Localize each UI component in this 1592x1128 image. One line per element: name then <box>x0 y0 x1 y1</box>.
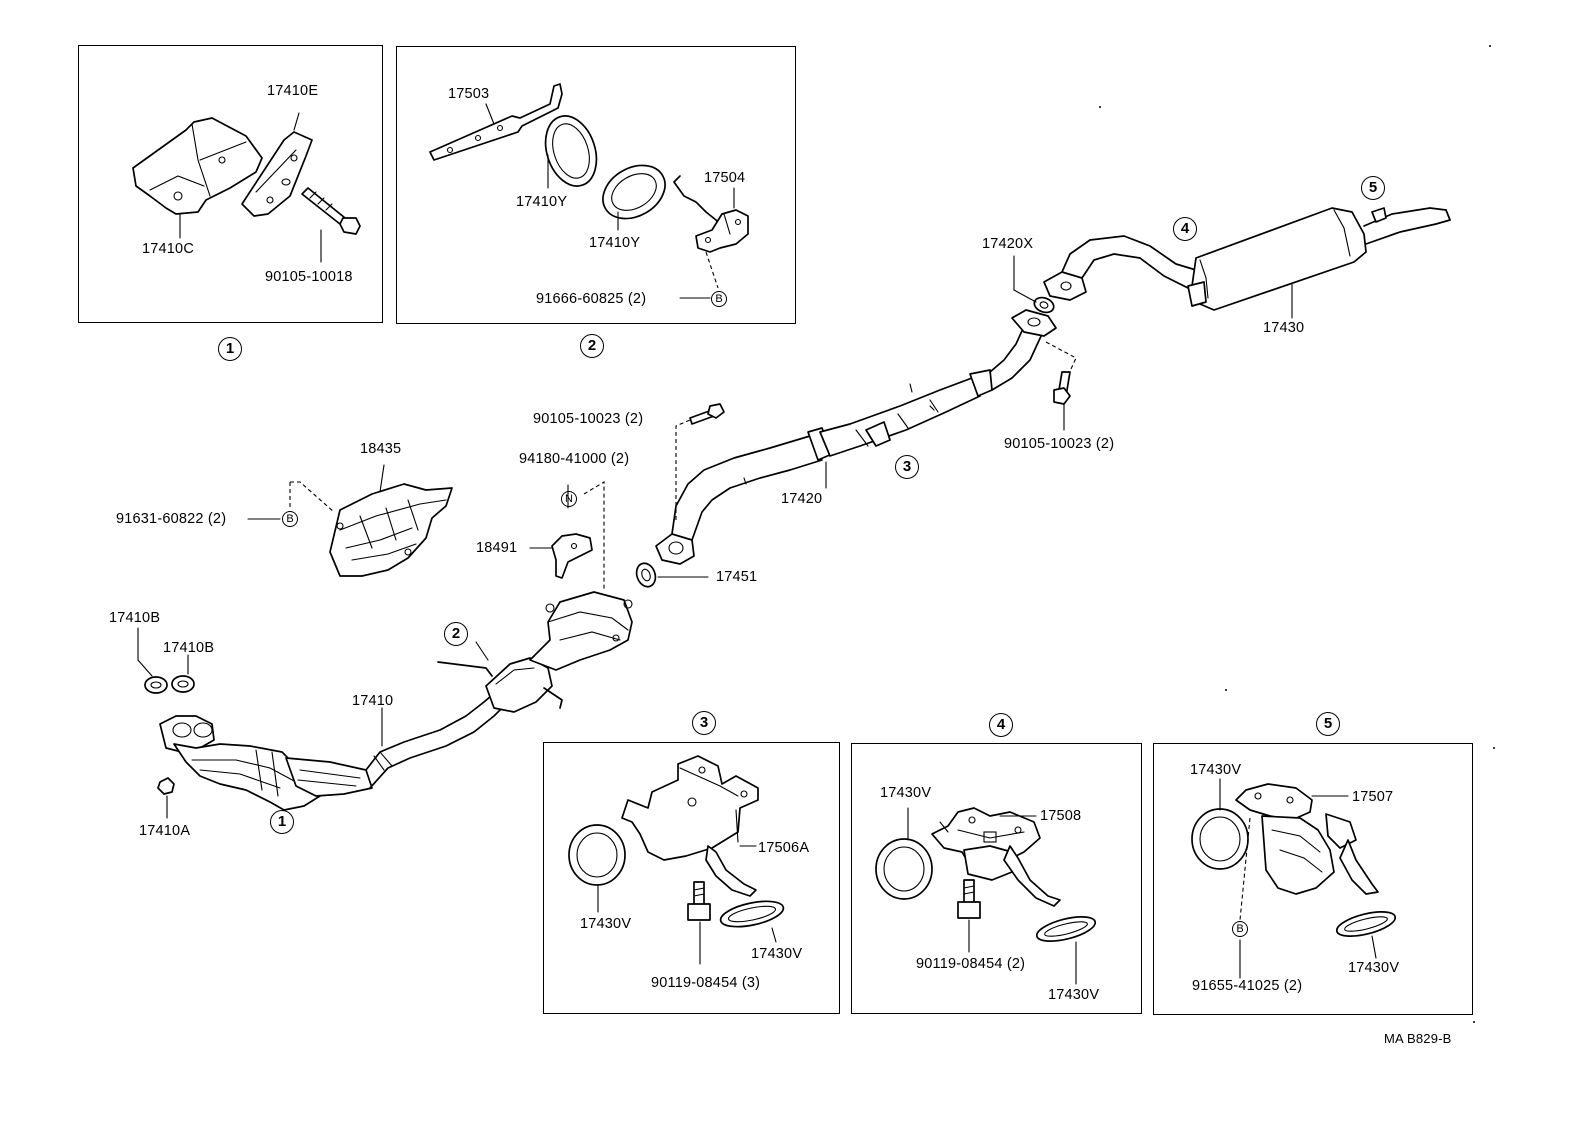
bracket-17506A-drawing <box>621 755 759 897</box>
part-label-17451: 17451 <box>716 569 758 585</box>
bolt-90119-3-drawing <box>687 881 711 921</box>
part-label-17430: 17430 <box>1263 320 1305 336</box>
bolt-90105-10023-a-drawing <box>689 403 725 425</box>
part-label-17503: 17503 <box>448 86 490 102</box>
bubble-b-box2: B <box>711 291 727 307</box>
heat-insulator-17410C-drawing <box>132 117 263 215</box>
callout-main-3: 3 <box>895 455 919 479</box>
callout-box-2: 2 <box>580 334 604 358</box>
bolt-90105-10018-drawing <box>301 187 361 235</box>
part-label-90119-08454-2: 90119-08454 (2) <box>916 956 1026 972</box>
part-label-17430V-5b: 17430V <box>1348 960 1400 976</box>
figure-code: MA B829-B <box>1384 1031 1452 1046</box>
detail-box-3 <box>543 742 840 1014</box>
nut-17410A-drawing <box>157 777 175 795</box>
front-pipe-17410-drawing <box>159 689 507 811</box>
detail-box-4 <box>851 743 1142 1014</box>
detail-box-2 <box>396 46 796 324</box>
heat-insulator-17410E-drawing <box>241 131 313 217</box>
part-label-17508: 17508 <box>1040 808 1082 824</box>
part-label-91666-60825: 91666-60825 (2) <box>536 291 647 307</box>
part-label-17410: 17410 <box>352 693 394 709</box>
callout-box-4: 4 <box>989 713 1013 737</box>
bracket-18491-drawing <box>551 533 593 579</box>
bubble-b-box5: B <box>1232 921 1248 937</box>
ring-17430V-3b-drawing <box>719 900 785 928</box>
gasket-17410B-drawing <box>144 675 195 694</box>
part-label-17410Y-b: 17410Y <box>589 235 641 251</box>
part-label-17430V-3b: 17430V <box>751 946 803 962</box>
part-label-17410B-a: 17410B <box>109 610 161 626</box>
ring-17430V-3a-drawing <box>568 824 626 886</box>
ring-17430V-5b-drawing <box>1335 911 1397 937</box>
part-label-90119-08454-3: 90119-08454 (3) <box>651 975 761 991</box>
bubble-b-main: B <box>282 511 298 527</box>
part-label-17410A: 17410A <box>139 823 191 839</box>
part-label-17410C: 17410C <box>142 241 194 257</box>
muffler-17430-drawing <box>1043 207 1451 311</box>
part-label-17507: 17507 <box>1352 789 1394 805</box>
gasket-17451-drawing <box>635 562 657 588</box>
part-label-17430V-4a: 17430V <box>880 785 932 801</box>
callout-main-4: 4 <box>1173 217 1197 241</box>
callout-main-1: 1 <box>270 810 294 834</box>
callout-main-2: 2 <box>444 622 468 646</box>
part-label-17410E: 17410E <box>267 83 319 99</box>
bracket-17504-drawing <box>673 175 749 253</box>
gasket-17410Y-a-drawing <box>544 115 598 187</box>
part-label-17420X: 17420X <box>982 236 1034 252</box>
heat-insulator-18435-drawing <box>329 483 453 577</box>
part-label-91631-60822: 91631-60822 (2) <box>116 511 227 527</box>
part-label-17410Y-a: 17410Y <box>516 194 568 210</box>
part-label-18491: 18491 <box>476 540 518 556</box>
part-label-17410B-b: 17410B <box>163 640 215 656</box>
ring-17430V-4a-drawing <box>875 838 933 900</box>
bracket-17508-drawing <box>931 807 1061 907</box>
callout-box-1: 1 <box>218 337 242 361</box>
part-label-17430V-5a: 17430V <box>1190 762 1242 778</box>
bracket-17503-drawing <box>429 83 563 161</box>
detail-box-5 <box>1153 743 1473 1015</box>
bolt-90105-10023-b-drawing <box>1053 371 1071 405</box>
part-label-18435: 18435 <box>360 441 402 457</box>
part-label-17420: 17420 <box>781 491 823 507</box>
callout-box-3: 3 <box>692 711 716 735</box>
bracket-17507-drawing <box>1235 783 1379 895</box>
part-label-17506A: 17506A <box>758 840 810 856</box>
center-pipe-17420-drawing <box>655 309 1057 565</box>
part-label-90105-10023-a: 90105-10023 (2) <box>533 411 644 427</box>
gasket-17410Y-b-drawing <box>602 164 666 220</box>
part-label-90105-10023-b: 90105-10023 (2) <box>1004 436 1115 452</box>
ring-17430V-4b-drawing <box>1035 916 1097 942</box>
part-label-17430V-4b: 17430V <box>1048 987 1100 1003</box>
part-label-94180-41000: 94180-41000 (2) <box>519 451 630 467</box>
ring-17430V-5a-drawing <box>1191 808 1249 870</box>
bubble-n: N <box>561 491 577 507</box>
detail-box-1 <box>78 45 383 323</box>
callout-box-5: 5 <box>1316 712 1340 736</box>
bolt-90119-2-drawing <box>957 879 981 919</box>
part-label-90105-10018: 90105-10018 <box>265 269 353 285</box>
part-label-17504: 17504 <box>704 170 746 186</box>
part-label-91655-41025: 91655-41025 (2) <box>1192 978 1303 994</box>
catalytic-converter-drawing <box>437 591 633 713</box>
part-label-17430V-3a: 17430V <box>580 916 632 932</box>
callout-main-5: 5 <box>1361 176 1385 200</box>
